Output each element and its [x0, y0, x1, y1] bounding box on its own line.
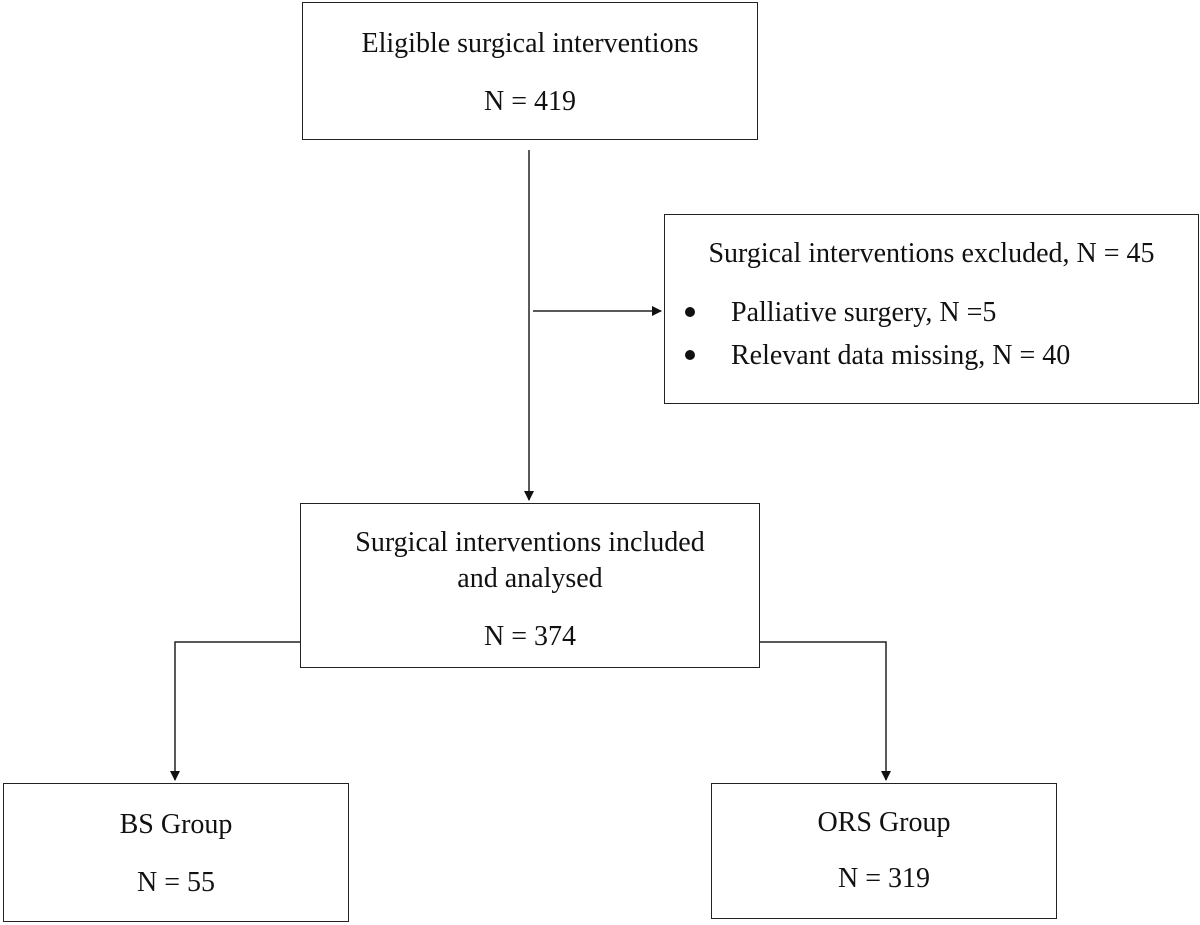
excluded-item-label: Relevant data missing, N = 40	[731, 340, 1071, 371]
ors-group-box: ORS Group N = 319	[711, 783, 1057, 919]
bs-group-count: N = 55	[136, 867, 215, 898]
ors-group-title: ORS Group	[817, 807, 951, 838]
included-title-line2: and analysed	[457, 563, 603, 594]
bs-group-title: BS Group	[119, 809, 233, 840]
ors-group-count: N = 319	[837, 863, 930, 894]
excluded-title: Surgical interventions excluded, N = 45	[708, 238, 1155, 269]
eligible-box: Eligible surgical interventions N = 419	[302, 2, 758, 140]
included-count: N = 374	[483, 621, 576, 652]
eligible-title: Eligible surgical interventions	[361, 28, 699, 59]
excluded-item: Palliative surgery, N =5	[685, 296, 996, 330]
bullet-icon	[685, 349, 695, 360]
eligible-count: N = 419	[483, 86, 576, 117]
bs-group-box: BS Group N = 55	[3, 783, 349, 922]
arrow-to-ors-group	[760, 641, 891, 781]
included-box: Surgical interventions included and anal…	[300, 503, 760, 668]
arrow-to-bs-group	[170, 641, 300, 781]
excluded-box: Surgical interventions excluded, N = 45 …	[664, 214, 1199, 404]
excluded-item: Relevant data missing, N = 40	[685, 339, 1070, 373]
included-title-line1: Surgical interventions included	[355, 527, 705, 558]
excluded-item-label: Palliative surgery, N =5	[731, 297, 997, 328]
bullet-icon	[685, 306, 695, 317]
